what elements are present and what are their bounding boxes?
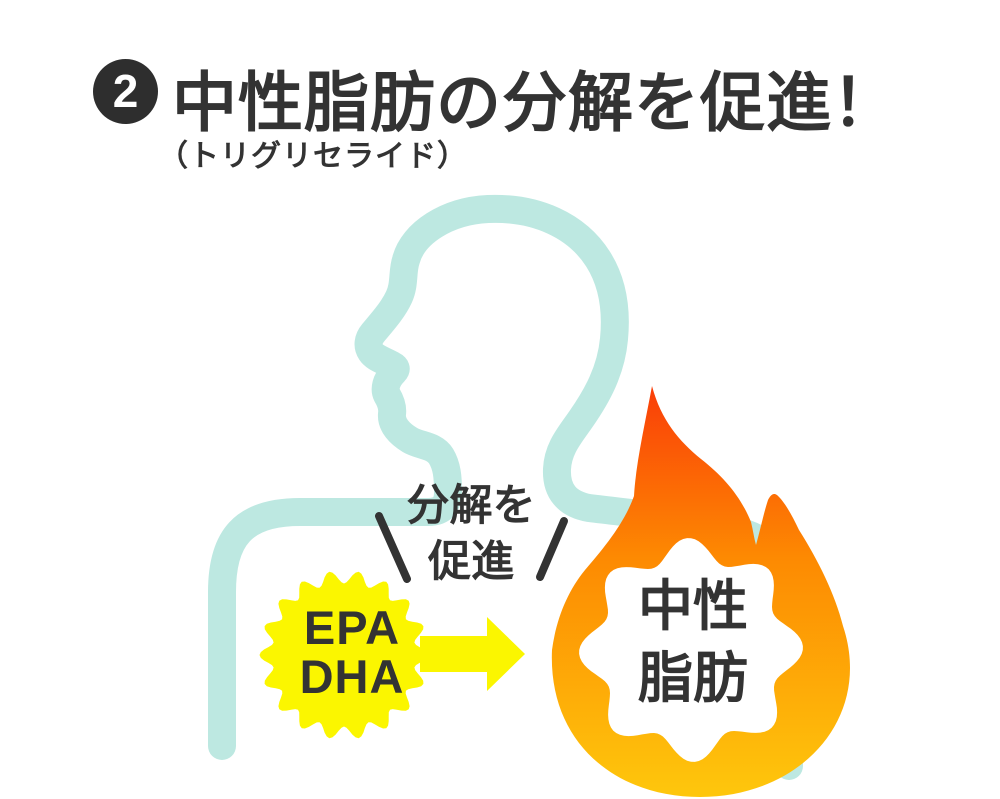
page-title: 中性脂肪の分解を促進！ [172,66,899,139]
head-profile-icon [208,194,803,780]
step-badge: 2 [93,59,158,124]
fat-label-line1: 中性 [637,575,749,637]
fat-label: 中性 脂肪 [638,570,748,714]
supplement-label-line1: EPA [303,601,401,654]
supplement-label-line2: DHA [299,650,405,703]
emphasis-mark-right [536,517,568,581]
cloud-shape [579,538,803,762]
arrow-right-icon [420,617,525,691]
emphasis-mark-left [375,512,411,583]
starburst-shape [259,571,429,739]
supplement-label: EPA DHA [300,603,405,701]
page-subtitle: （トリグリセライド） [158,140,468,173]
process-label-line1: 分解を [406,482,536,530]
process-label: 分解を 促進 [407,478,536,590]
fat-label-line2: 脂肪 [637,647,749,709]
process-label-line2: 促進 [428,538,514,586]
